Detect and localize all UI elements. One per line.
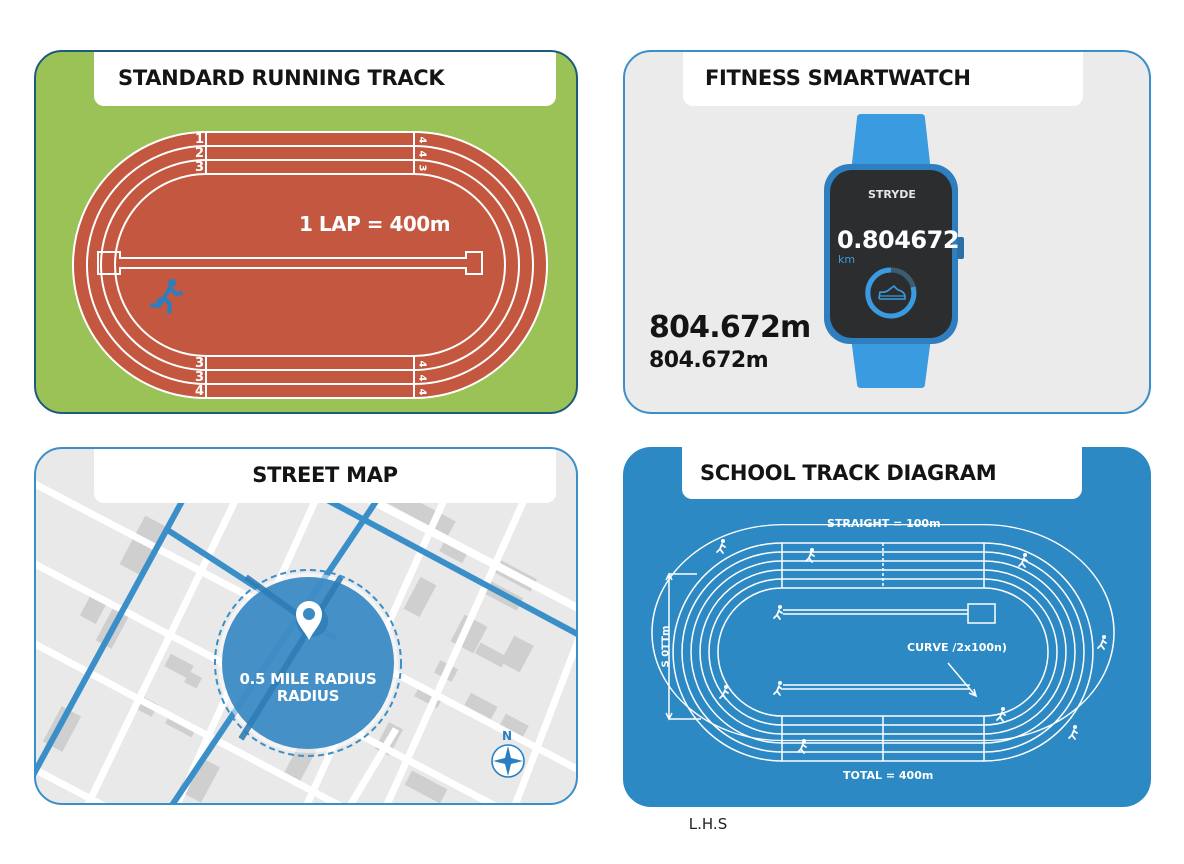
smartwatch-panel: FITNESS SMARTWATCH STRYDE 0.804672 km 80… xyxy=(623,50,1151,414)
lane-number: 4 xyxy=(195,384,205,399)
lane-number: 3 xyxy=(195,356,205,371)
radius-label: 0.5 MILE RADIUS RADIUS xyxy=(208,671,408,705)
panel-title: STANDARD RUNNING TRACK xyxy=(94,52,556,106)
watch-brand: STRYDE xyxy=(868,188,916,201)
school-track-panel: SCHOOL TRACK DIAGRAM xyxy=(623,447,1151,807)
lane-number: 2 xyxy=(195,146,205,161)
footer-label: L.H.S xyxy=(0,815,1184,833)
lap-distance-label: 1 LAP = 400m xyxy=(299,212,451,236)
running-track-graphic xyxy=(72,131,548,399)
shoe-icon xyxy=(878,285,906,300)
lane-number: 4 xyxy=(416,360,428,368)
lane-number: 3 xyxy=(416,164,428,172)
distance-meters-secondary: 804.672m xyxy=(649,348,769,373)
lane-number: 3 xyxy=(195,160,205,175)
radius-label-line2: RADIUS xyxy=(276,687,340,705)
curve-length-label: CURVE /2x100n) xyxy=(907,641,1007,654)
watch-distance-unit: km xyxy=(838,253,856,266)
lane-number: 4 xyxy=(416,136,428,144)
lane-number: 4 xyxy=(416,388,428,396)
runner-icon xyxy=(150,279,183,314)
side-dimension-label: S 0TTm xyxy=(660,625,672,668)
radius-label-line1: 0.5 MILE RADIUS xyxy=(239,670,377,688)
footer-label-text: L.H.S xyxy=(688,815,728,833)
map-pin-icon xyxy=(296,601,322,640)
panel-title: STREET MAP xyxy=(94,449,556,503)
running-track-panel: STANDARD RUNNING TRACK 1 LAP = 400m 1 2 … xyxy=(34,50,578,414)
lane-number: 3 xyxy=(195,370,205,385)
straight-length-label: STRAIGHT = 100m xyxy=(827,517,941,530)
panel-title: FITNESS SMARTWATCH xyxy=(683,52,1083,106)
lane-number: 4 xyxy=(416,374,428,382)
street-map-graphic xyxy=(36,449,576,803)
compass-north-label: N xyxy=(502,729,513,743)
school-track-graphic xyxy=(651,524,1115,762)
panel-title: SCHOOL TRACK DIAGRAM xyxy=(682,447,1082,499)
compass-icon xyxy=(491,744,525,778)
distance-meters-primary: 804.672m xyxy=(649,310,811,345)
lane-number: 4 xyxy=(416,150,428,158)
smartwatch-graphic xyxy=(824,114,964,388)
street-map-panel: STREET MAP xyxy=(34,447,578,805)
watch-distance-value: 0.804672 xyxy=(837,226,960,254)
lane-number: 1 xyxy=(195,132,205,147)
total-length-label: TOTAL = 400m xyxy=(843,769,934,782)
